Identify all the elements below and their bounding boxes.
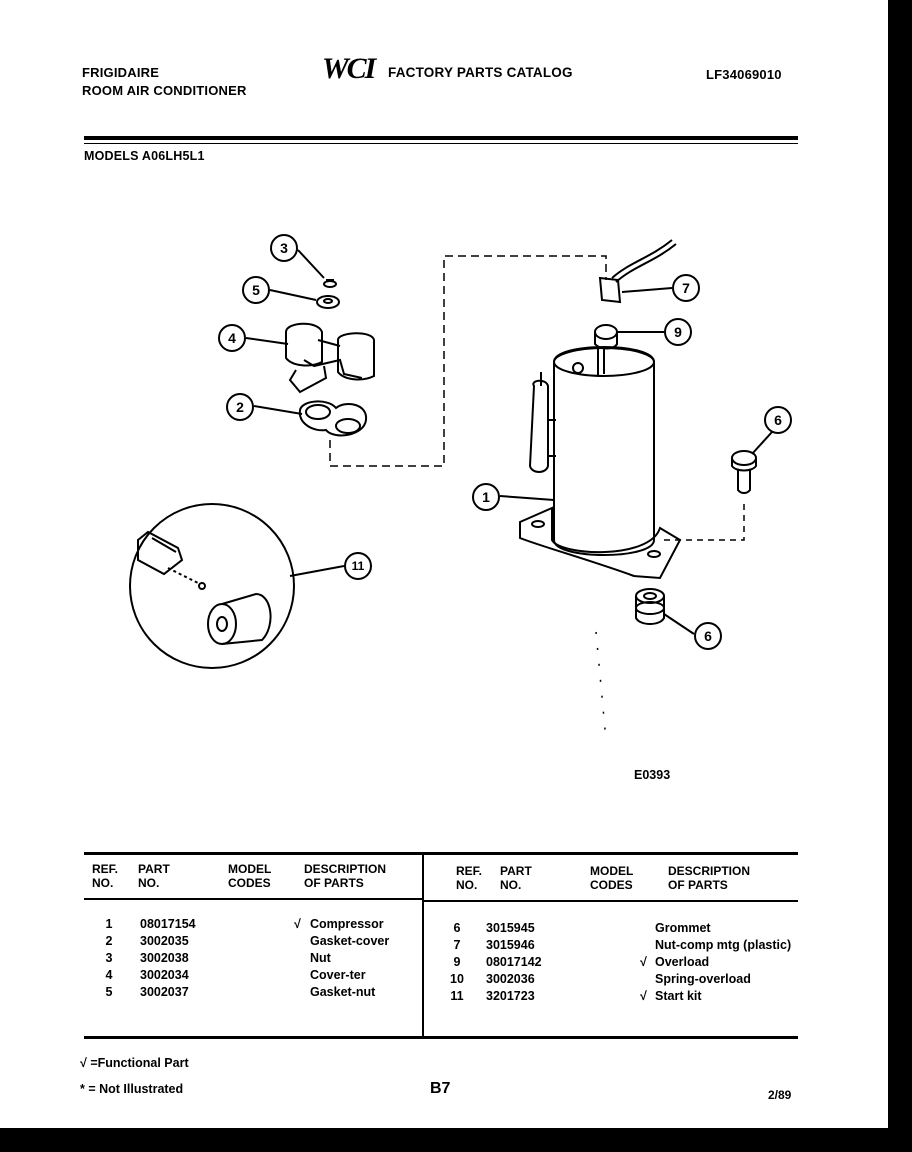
part-description: Grommet: [655, 921, 711, 935]
header-part-left: PART NO.: [138, 862, 170, 890]
callout-7: 6: [764, 406, 792, 434]
page-code: B7: [430, 1080, 451, 1097]
brand-name: FRIGIDAIRE: [82, 65, 160, 80]
ref-no: 5: [105, 985, 113, 999]
part-description: Nut: [310, 951, 331, 965]
callout-1: 1: [472, 483, 500, 511]
functional-check-icon: √: [294, 917, 301, 931]
models-label: MODELS A06LH5L1: [84, 149, 205, 163]
ref-no: 3: [105, 951, 113, 965]
header-rule-thick: [84, 136, 798, 140]
revision-date: 2/89: [768, 1088, 792, 1102]
wci-logo: WCI: [322, 52, 376, 85]
ref-no: 10: [450, 972, 464, 986]
header-ref-left: REF. NO.: [92, 862, 119, 890]
part-no: 08017154: [140, 917, 196, 931]
ref-no: 2: [105, 934, 113, 948]
product-type: ROOM AIR CONDITIONER: [82, 83, 247, 98]
callout-11: 11: [344, 552, 372, 580]
part-no: 3015946: [486, 938, 535, 952]
table-bottom-rule: [84, 1036, 798, 1039]
ref-no: 7: [453, 938, 461, 952]
part-description: Gasket-nut: [310, 985, 376, 999]
callout-6: 6: [694, 622, 722, 650]
part-no: 3002038: [140, 951, 189, 965]
table-left-header-rule: [84, 898, 422, 900]
part-no: 08017142: [486, 955, 542, 969]
part-description: Start kit: [655, 989, 702, 1003]
part-no: 3002037: [140, 985, 189, 999]
ref-no: 6: [453, 921, 461, 935]
exploded-parts-diagram: [129, 239, 773, 741]
header-part-right: PART NO.: [500, 864, 532, 892]
callout-4: 4: [218, 324, 246, 352]
callout-2: 2: [226, 393, 254, 421]
part-no: 3002036: [486, 972, 535, 986]
ref-no: 9: [453, 955, 461, 969]
callout-5: 5: [242, 276, 270, 304]
callout-3: 3: [270, 234, 298, 262]
catalog-page: FRIGIDAIRE ROOM AIR CONDITIONER WCI FACT…: [0, 0, 888, 1128]
table-right-header-rule: [424, 900, 798, 902]
table-center-divider: [422, 855, 424, 1036]
header-model-right: MODEL CODES: [590, 864, 634, 892]
part-description: Spring-overload: [655, 972, 751, 986]
part-description: Cover-ter: [310, 968, 366, 982]
legend-functional-part: √ =Functional Part: [80, 1056, 189, 1070]
part-description: Compressor: [310, 917, 384, 931]
part-no: 3002035: [140, 934, 189, 948]
part-no: 3201723: [486, 989, 535, 1003]
header-desc-right: DESCRIPTION OF PARTS: [668, 864, 751, 892]
part-description: Overload: [655, 955, 710, 969]
functional-check-icon: √: [640, 989, 647, 1003]
part-no: 3015945: [486, 921, 535, 935]
part-no: 3002034: [140, 968, 189, 982]
ref-no: 1: [105, 917, 113, 931]
header-ref-right: REF. NO.: [456, 864, 483, 892]
callout-9: 7: [672, 274, 700, 302]
ref-no: 4: [105, 968, 113, 982]
part-description: Gasket-cover: [310, 934, 390, 948]
legend-not-illustrated: * = Not Illustrated: [80, 1082, 184, 1096]
header-desc-left: DESCRIPTION OF PARTS: [304, 862, 387, 890]
functional-check-icon: √: [640, 955, 647, 969]
catalog-title: FACTORY PARTS CATALOG: [388, 65, 573, 80]
ref-no: 11: [450, 989, 464, 1003]
header-rule-thin: [84, 143, 798, 144]
table-top-rule: [84, 852, 798, 855]
catalog-number: LF34069010: [706, 67, 782, 82]
callout-10: 9: [664, 318, 692, 346]
part-description: Nut-comp mtg (plastic): [655, 938, 792, 952]
header-model-left: MODEL CODES: [228, 862, 272, 890]
figure-code: E0393: [634, 768, 671, 782]
